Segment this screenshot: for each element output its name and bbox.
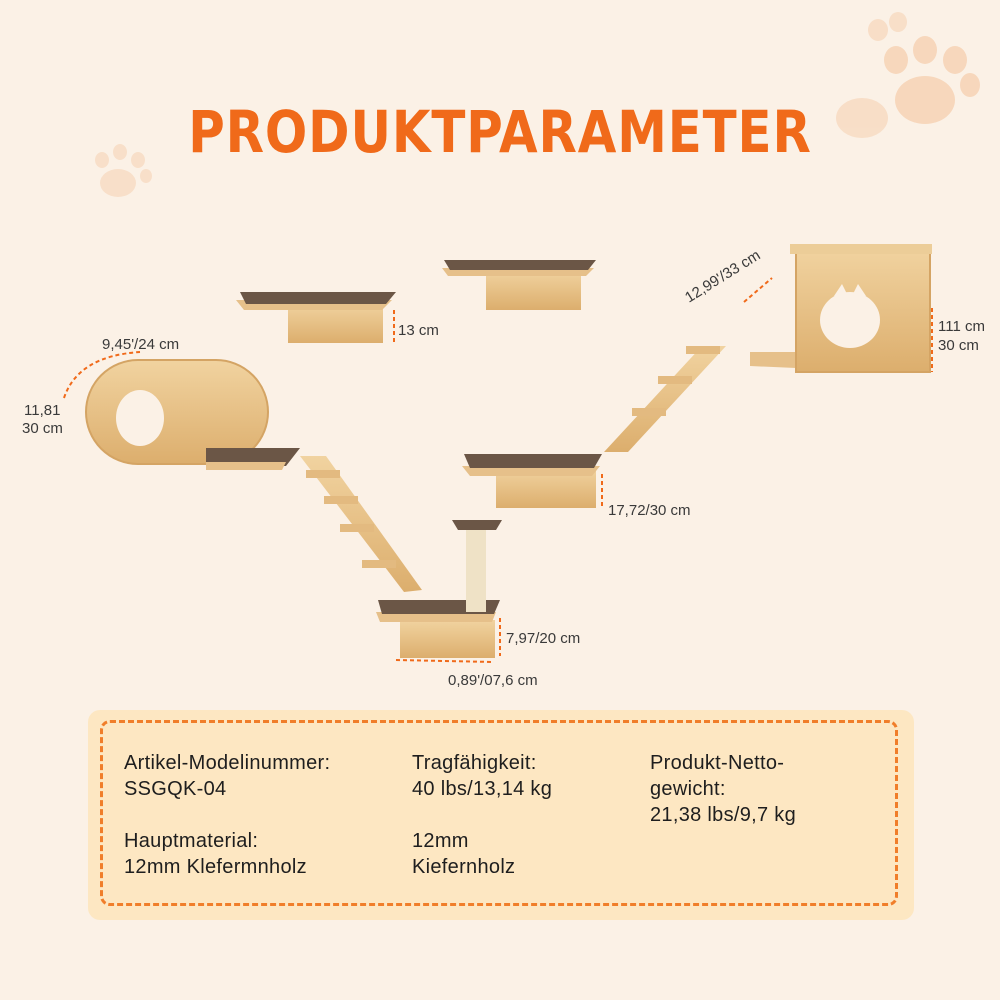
wall-shelf-middle [462, 454, 602, 508]
spec-thickness: 12mm Kiefernholz [412, 828, 515, 880]
wall-ladder-left [300, 456, 422, 592]
mid-shelf-width-label: 17,72/30 cm [608, 502, 691, 519]
shelf-height-label: 13 cm [398, 322, 439, 339]
wall-ladder-right [604, 346, 726, 452]
wall-shelf-top-center [442, 260, 596, 310]
spec-material-label: Hauptmaterial: [124, 830, 259, 852]
dimension-lines [63, 277, 933, 663]
base-shelf-width-label: 7,97/20 cm [506, 630, 581, 647]
spec-panel-border [100, 720, 898, 906]
spec-thickness-value: Kiefernholz [412, 856, 516, 878]
base-depth-label: 0,89'/07,6 cm [448, 672, 538, 689]
spec-material: Hauptmaterial: 12mm Klefermnholz [124, 828, 307, 880]
spec-capacity-value: 40 lbs/13,14 kg [412, 778, 553, 800]
paw-print-icon [95, 144, 152, 197]
pod-height-label: 11,81 [24, 402, 61, 419]
spec-panel [88, 710, 914, 920]
round-cat-pod [85, 359, 300, 470]
page-title: PRODUKTPARAMETER [188, 98, 812, 166]
spec-capacity: Tragfähigkeit: 40 lbs/13,14 kg [412, 750, 552, 802]
house-height-label-metric: 30 cm [938, 337, 979, 354]
spec-model-label: Artikel-Modelinummer: [124, 752, 331, 774]
spec-net-weight-value: 21,38 lbs/9,7 kg [650, 804, 797, 826]
spec-net-weight: Produkt-Netto- gewicht: 21,38 lbs/9,7 kg [650, 750, 796, 828]
paw-print-icon [884, 36, 980, 124]
spec-net-weight-label-2: gewicht: [650, 778, 726, 800]
wall-shelf-top-left [236, 292, 396, 343]
house-height-label: 111 cm [938, 318, 985, 335]
base-shelf-with-scratching-post [376, 520, 502, 658]
spec-capacity-label: Tragfähigkeit: [412, 752, 537, 774]
spec-thickness-label: 12mm [412, 830, 469, 852]
pod-height-label-metric: 30 cm [22, 420, 63, 437]
spec-material-value: 12mm Klefermnholz [124, 856, 307, 878]
pod-width-label: 9,45'/24 cm [102, 336, 180, 353]
spec-model-value: SSGQK-04 [124, 778, 227, 800]
spec-model: Artikel-Modelinummer: SSGQK-04 [124, 750, 330, 802]
cat-house [750, 244, 932, 373]
spec-net-weight-label: Produkt-Netto- [650, 752, 785, 774]
paw-print-icon [836, 12, 907, 138]
